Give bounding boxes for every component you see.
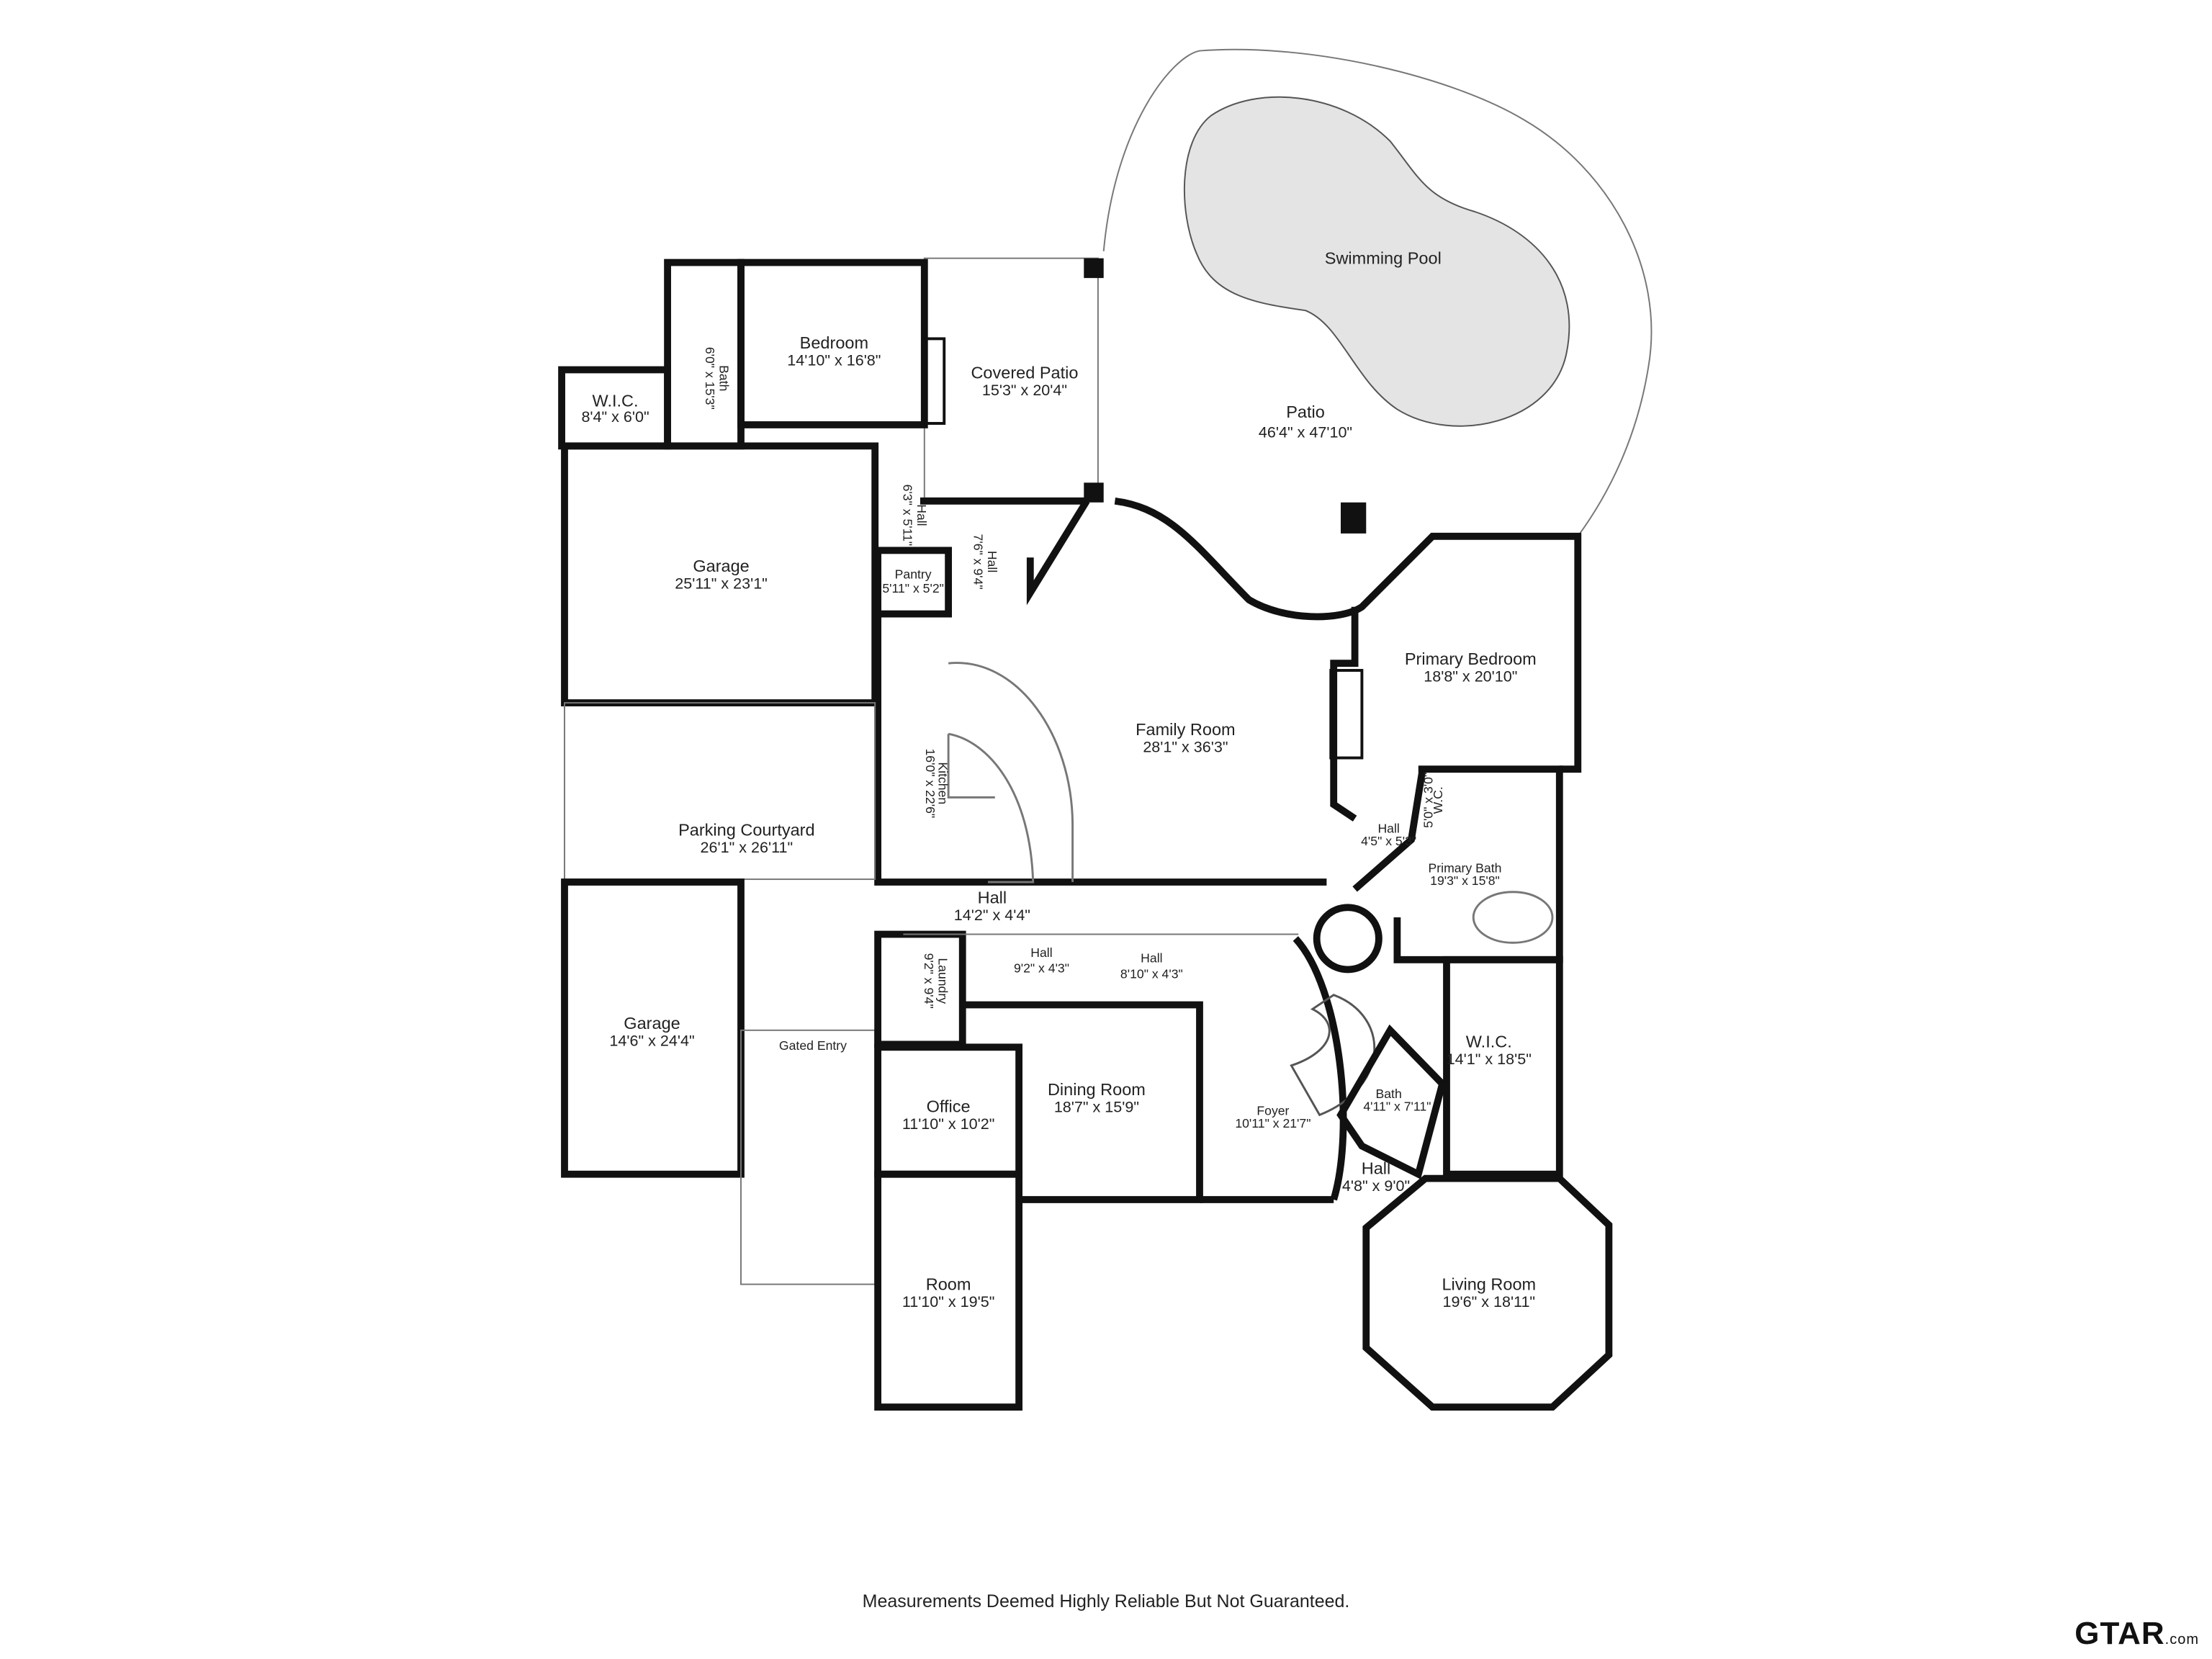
logo-text: GTAR xyxy=(2074,1616,2165,1651)
patio-outline xyxy=(1102,48,1653,537)
laundry-label: Laundry xyxy=(935,958,950,1004)
bath-lower-dim: 4'11" x 7'11" xyxy=(1363,1100,1431,1114)
hall-lower-label: Hall xyxy=(1362,1159,1391,1178)
logo-suffix: .com xyxy=(2164,1632,2199,1647)
room-walls xyxy=(874,1170,1023,1411)
hall-a-label: Hall xyxy=(1030,945,1052,960)
patio-dim: 46'4" x 47'10" xyxy=(1259,423,1352,441)
kitchen-dim: 16'0" x 22'6" xyxy=(923,748,938,818)
hall-upper-label: Hall xyxy=(985,551,999,572)
hall-kitchen-label: Hall xyxy=(978,888,1007,907)
foyer-label: Foyer xyxy=(1256,1103,1289,1118)
hall-primary-label: Hall xyxy=(1377,821,1399,835)
garage-lower-label: Garage xyxy=(624,1014,680,1033)
disclaimer: Measurements Deemed Highly Reliable But … xyxy=(862,1591,1350,1611)
room-dim: 11'10" x 19'5" xyxy=(902,1292,995,1310)
wic-primary-walls xyxy=(1443,956,1563,1178)
bath-upper-dim: 6'0" x 15'3" xyxy=(703,347,717,410)
hall-lower-dim: 4'8" x 9'0" xyxy=(1342,1177,1410,1195)
parking-courtyard-dim: 26'1" x 26'11" xyxy=(701,838,793,856)
office-dim: 11'10" x 10'2" xyxy=(902,1115,995,1133)
parking-courtyard-label: Parking Courtyard xyxy=(678,820,815,839)
dining-room-label: Dining Room xyxy=(1048,1080,1146,1099)
gated-entry-label: Gated Entry xyxy=(779,1038,847,1053)
foyer-dim: 10'11" x 21'7" xyxy=(1235,1116,1310,1130)
fireplace xyxy=(922,337,946,425)
pantry-walls xyxy=(874,547,953,618)
primary-bath-label: Primary Bath xyxy=(1429,860,1502,875)
family-room-dim: 28'1" x 36'3" xyxy=(1143,738,1228,756)
living-room-label: Living Room xyxy=(1442,1274,1536,1293)
bath-upper-label: Bath xyxy=(717,365,732,391)
hall-small-dim: 6'3" x 5'11" xyxy=(900,485,914,547)
foyer-walls xyxy=(1200,936,1347,1203)
kitchen-island xyxy=(947,662,1074,884)
wic-upper-dim: 8'4" x 6'0" xyxy=(581,408,649,426)
garage-lower-walls xyxy=(561,878,745,1178)
gated-entry-outline xyxy=(740,1029,876,1285)
staircase xyxy=(1290,994,1376,1117)
column xyxy=(1341,502,1367,534)
laundry-dim: 9'2" x 9'4" xyxy=(922,953,936,1009)
bath-lower-label: Bath xyxy=(1376,1087,1402,1101)
family-room-walls xyxy=(874,497,1582,886)
column xyxy=(1084,482,1104,503)
pantry-label: Pantry xyxy=(895,567,932,582)
covered-patio-label: Covered Patio xyxy=(971,363,1078,382)
dining-room-dim: 18'7" x 15'9" xyxy=(1054,1097,1139,1115)
patio-label: Patio xyxy=(1286,403,1325,421)
covered-patio-dim: 15'3" x 20'4" xyxy=(982,381,1067,399)
pantry-dim: 5'11" x 5'2" xyxy=(882,581,944,595)
bedroom-dim: 14'10" x 16'8" xyxy=(787,351,881,369)
wc-dim: 5'0" x 3'0" xyxy=(1421,773,1435,828)
wc-label: W.C. xyxy=(1431,786,1445,814)
family-room-label: Family Room xyxy=(1136,720,1236,739)
bath-lower-walls xyxy=(1336,1024,1447,1179)
garage-upper-dim: 25'11" x 23'1" xyxy=(675,574,768,592)
garage-lower-dim: 14'6" x 24'4" xyxy=(609,1031,694,1049)
swimming-pool xyxy=(1184,96,1570,427)
wic-primary-dim: 14'1" x 18'5" xyxy=(1447,1050,1532,1068)
column-round xyxy=(1313,904,1382,974)
wic-upper-label: W.I.C. xyxy=(593,391,639,410)
office-label: Office xyxy=(927,1097,971,1115)
bedroom-label: Bedroom xyxy=(800,333,868,352)
fireplace-family xyxy=(1329,669,1364,760)
living-room-dim: 19'6" x 18'11" xyxy=(1443,1292,1536,1310)
bathtub xyxy=(1472,891,1554,944)
dining-walls xyxy=(962,1001,1203,1203)
primary-bath-dim: 19'3" x 15'8" xyxy=(1430,873,1500,888)
hall-b-dim: 8'10" x 4'3" xyxy=(1120,966,1183,981)
column xyxy=(1084,258,1104,279)
primary-bedroom-label: Primary Bedroom xyxy=(1405,649,1537,668)
living-room-walls xyxy=(1362,1174,1613,1411)
hall-upper-dim: 7'6" x 9'4" xyxy=(971,534,985,590)
hall-a-dim: 9'2" x 4'3" xyxy=(1014,961,1069,975)
hall-primary-dim: 4'5" x 5'3" xyxy=(1361,834,1416,848)
hall-b-label: Hall xyxy=(1141,951,1162,966)
hall-small-label: Hall xyxy=(914,504,929,526)
gtar-logo: GTAR.com xyxy=(2074,1616,2199,1652)
garage-upper-label: Garage xyxy=(693,557,749,575)
primary-bedroom-dim: 18'8" x 20'10" xyxy=(1424,667,1517,685)
wic-primary-label: W.I.C. xyxy=(1466,1032,1512,1051)
room-label: Room xyxy=(926,1274,971,1293)
hall-kitchen-dim: 14'2" x 4'4" xyxy=(954,906,1030,924)
kitchen-label: Kitchen xyxy=(935,762,950,804)
swimming-pool-label: Swimming Pool xyxy=(1325,249,1442,268)
